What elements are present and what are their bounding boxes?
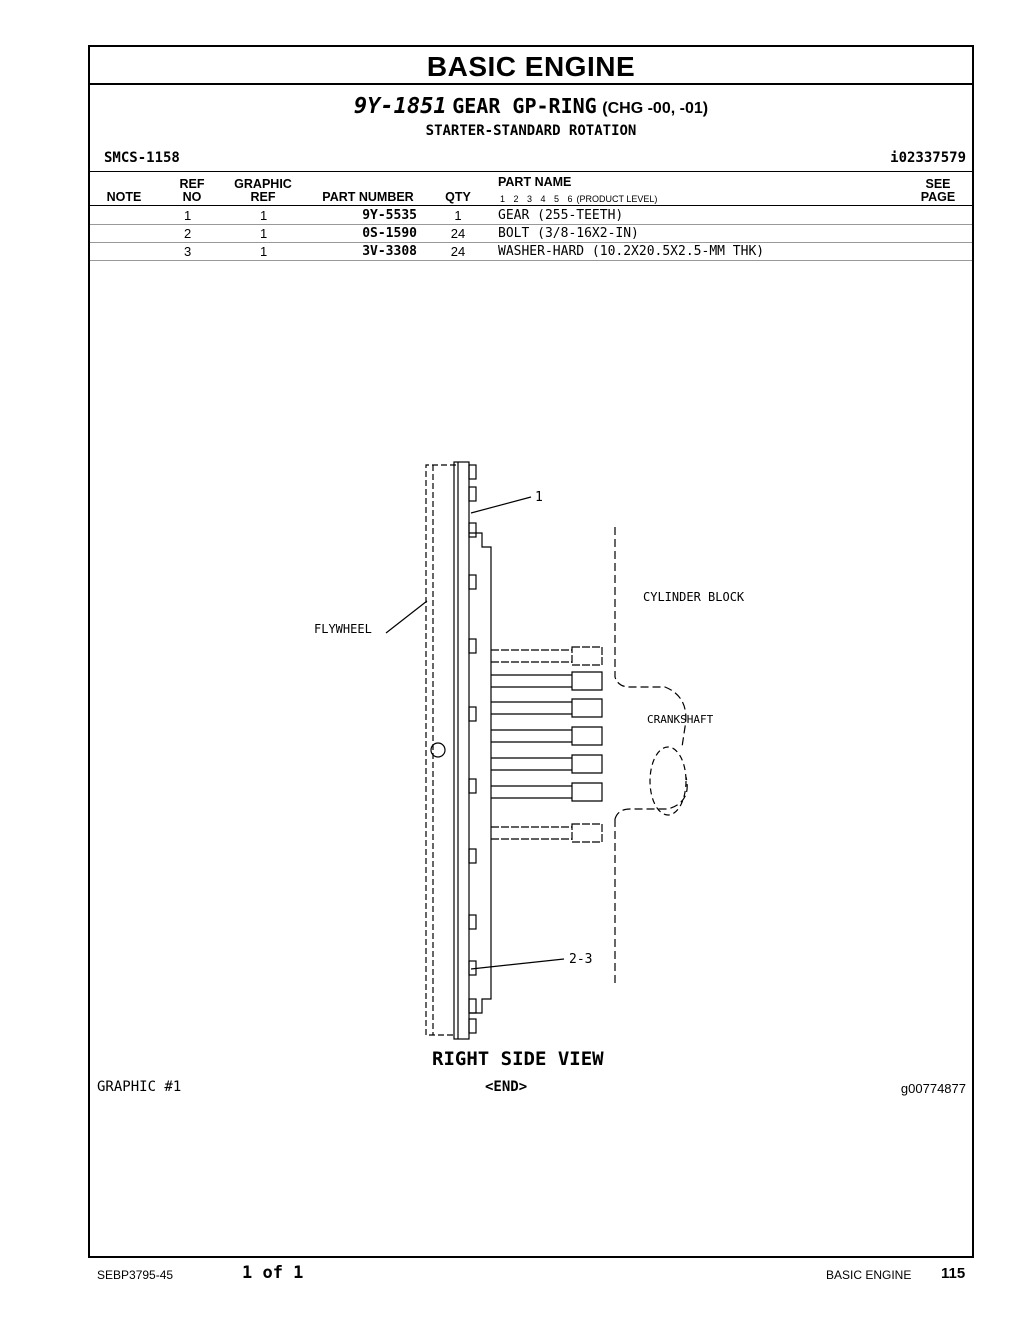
row-graphic-ref: 1	[260, 244, 268, 259]
header-graphic-ref-line2: REF	[250, 190, 276, 204]
row-graphic-ref: 1	[260, 208, 268, 223]
row-divider	[90, 242, 972, 243]
header-product-levels: 1 2 3 4 5 6(PRODUCT LEVEL)	[500, 194, 657, 204]
gear-bolt-heads	[468, 464, 477, 1034]
header-part-name: PART NAME	[498, 175, 572, 189]
product-level-numbers: 1 2 3 4 5 6	[500, 194, 573, 204]
crankshaft-bolts	[491, 646, 603, 843]
group-part-number[interactable]: 9Y-1851	[353, 94, 447, 119]
product-level-label: (PRODUCT LEVEL)	[576, 194, 658, 204]
section-title: BASIC ENGINE	[90, 47, 972, 85]
row-part-number[interactable]: 0S-1590	[362, 226, 417, 241]
row-part-name: GEAR (255-TEETH)	[498, 208, 624, 223]
table-header-rule	[90, 205, 972, 206]
row-ref-no: 3	[184, 244, 192, 259]
row-ref-no: 1	[184, 208, 192, 223]
group-title: 9Y-1851 GEAR GP-RING (CHG -00, -01)	[90, 94, 972, 119]
footer-page-of: 1 of 1	[242, 1263, 304, 1283]
callout-1: 1	[535, 490, 543, 505]
row-graphic-ref: 1	[260, 226, 268, 241]
row-qty: 24	[450, 244, 466, 259]
header-note: NOTE	[106, 190, 142, 204]
row-part-number[interactable]: 3V-3308	[362, 244, 417, 259]
smcs-code: SMCS-1158	[104, 150, 180, 166]
footer-section: BASIC ENGINE	[826, 1268, 912, 1282]
end-marker: <END>	[485, 1079, 528, 1095]
header-part-number: PART NUMBER	[322, 190, 414, 204]
row-divider	[90, 224, 972, 225]
row-ref-no: 2	[184, 226, 192, 241]
row-qty: 24	[450, 226, 466, 241]
flywheel-label: FLYWHEEL	[314, 622, 372, 636]
graphic-label: GRAPHIC #1	[97, 1079, 182, 1095]
crankshaft-label: CRANKSHAFT	[647, 713, 714, 726]
header-qty: QTY	[445, 190, 471, 204]
graphic-id: g00774877	[900, 1081, 966, 1096]
group-subtitle: STARTER-STANDARD ROTATION	[425, 123, 637, 139]
parts-illustration: 1 FLYWHEEL CYLINDER BLOCK CRANKSHAFT 2-3…	[314, 461, 745, 1070]
header-see-page-line2: PAGE	[920, 190, 956, 204]
row-divider	[90, 260, 972, 261]
row-qty: 1	[454, 208, 462, 223]
footer-doc-number: SEBP3795-45	[97, 1268, 174, 1282]
group-change: (CHG -00, -01)	[602, 100, 709, 117]
header-ref-no-line1: REF	[179, 177, 205, 191]
callout-2-3: 2-3	[569, 952, 592, 967]
table-top-rule	[90, 171, 972, 172]
group-name: GEAR GP-RING	[452, 94, 597, 118]
row-part-number[interactable]: 9Y-5535	[362, 208, 417, 223]
header-see-page-line1: SEE	[925, 177, 951, 191]
page-frame: BASIC ENGINE 9Y-1851 GEAR GP-RING (CHG -…	[88, 45, 974, 1258]
footer-page-number: 115	[941, 1265, 966, 1282]
header-ref-no-line2: NO	[182, 190, 202, 204]
view-title: RIGHT SIDE VIEW	[432, 1048, 604, 1070]
row-part-name: BOLT (3/8-16X2-IN)	[498, 226, 639, 241]
row-part-name: WASHER-HARD (10.2X20.5X2.5-MM THK)	[498, 244, 765, 259]
header-graphic-ref-line1: GRAPHIC	[234, 177, 292, 191]
document-identifier: i02337579	[890, 150, 966, 166]
cylinder-block-label: CYLINDER BLOCK	[643, 590, 745, 604]
